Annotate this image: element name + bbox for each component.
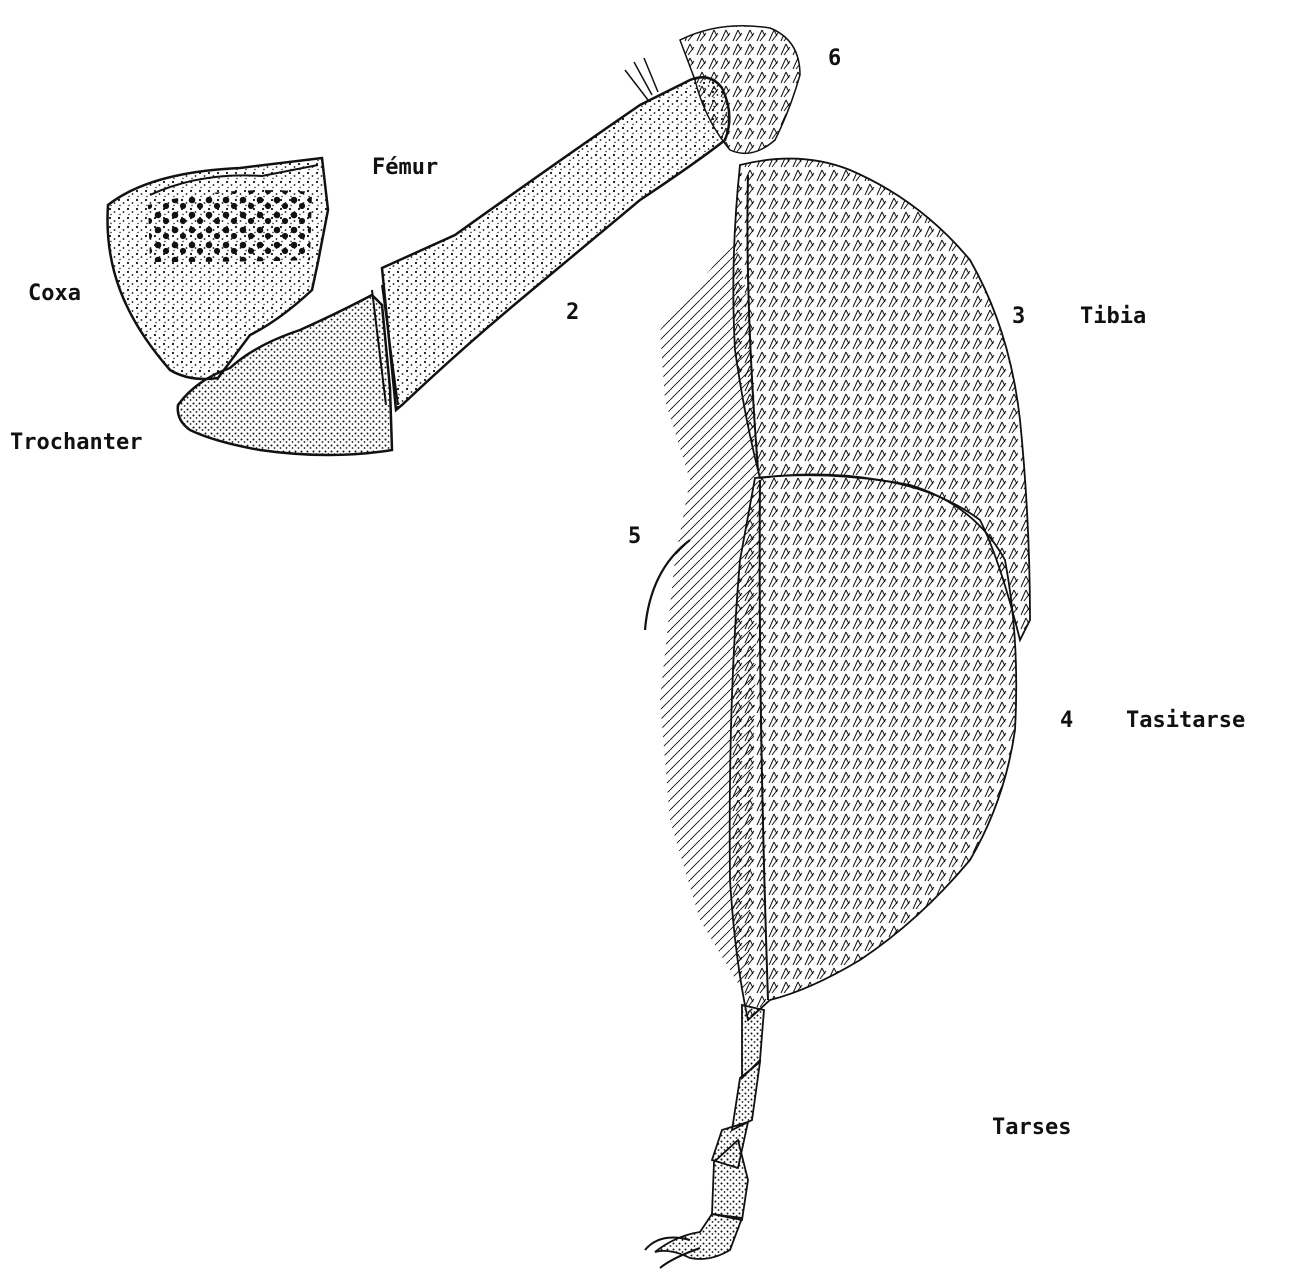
label-num4: 4	[1060, 710, 1073, 732]
label-num2: 2	[566, 302, 579, 324]
label-num5: 5	[628, 526, 641, 548]
label-num3: 3	[1012, 306, 1025, 328]
tarsi-segments	[645, 1005, 764, 1268]
label-trochanter: Trochanter	[10, 432, 142, 454]
label-tibia: Tibia	[1080, 306, 1146, 328]
label-tarses: Tarses	[992, 1117, 1071, 1139]
label-tasitarse: Tasitarse	[1126, 710, 1245, 732]
tasitarse-segment	[730, 475, 1017, 1020]
label-num6: 6	[828, 48, 841, 70]
label-femur: Fémur	[372, 157, 438, 179]
setae-fringe	[645, 240, 760, 1000]
label-coxa: Coxa	[28, 283, 81, 305]
